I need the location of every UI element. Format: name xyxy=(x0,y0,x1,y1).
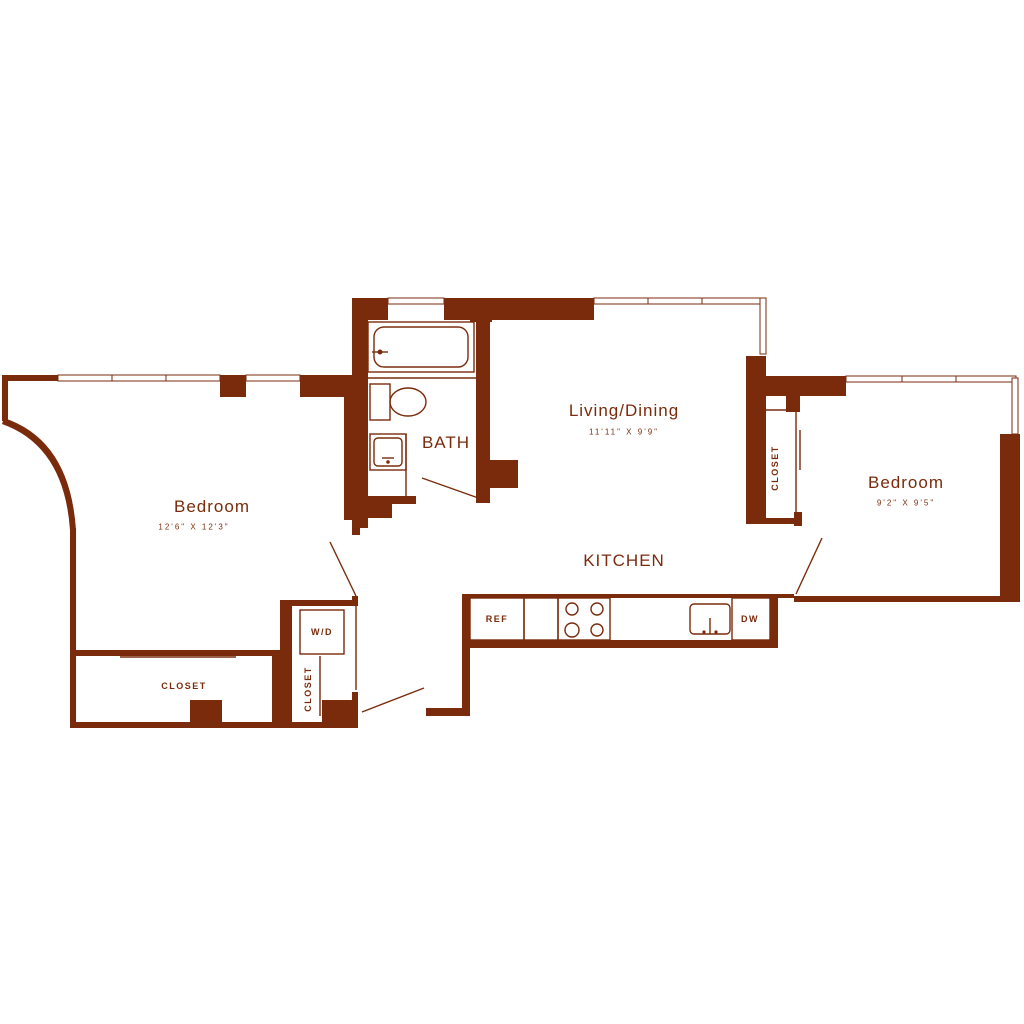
closet-label-bottom: CLOSET xyxy=(161,681,207,691)
left-bedroom-size: 12'6" X 12'3" xyxy=(158,522,230,532)
right-bedroom-walls xyxy=(746,356,1020,602)
living-windows xyxy=(593,297,767,355)
closet-label-left-vertical: CLOSET xyxy=(303,666,313,712)
kitchen-counter xyxy=(426,594,794,716)
kitchen-label: KITCHEN xyxy=(583,551,665,570)
living-name: Living/Dining xyxy=(568,401,680,420)
bath-walls xyxy=(352,297,594,535)
closet-label-right-vertical: CLOSET xyxy=(770,445,780,491)
left-bedroom-name: Bedroom xyxy=(174,497,250,516)
left-bedroom-windows xyxy=(57,374,301,382)
right-bedroom-size: 9'2" X 9'5" xyxy=(876,498,936,508)
right-bedroom-name: Bedroom xyxy=(868,473,944,492)
bath-label: BATH xyxy=(421,433,471,452)
dishwasher-label: DW xyxy=(741,614,759,624)
left-closets xyxy=(70,541,425,728)
living-size: 11'11" X 9'9" xyxy=(588,427,660,437)
washer-dryer-label: W/D xyxy=(311,627,333,637)
bath-fixtures xyxy=(367,321,485,501)
refrigerator-label: REF xyxy=(485,614,509,624)
